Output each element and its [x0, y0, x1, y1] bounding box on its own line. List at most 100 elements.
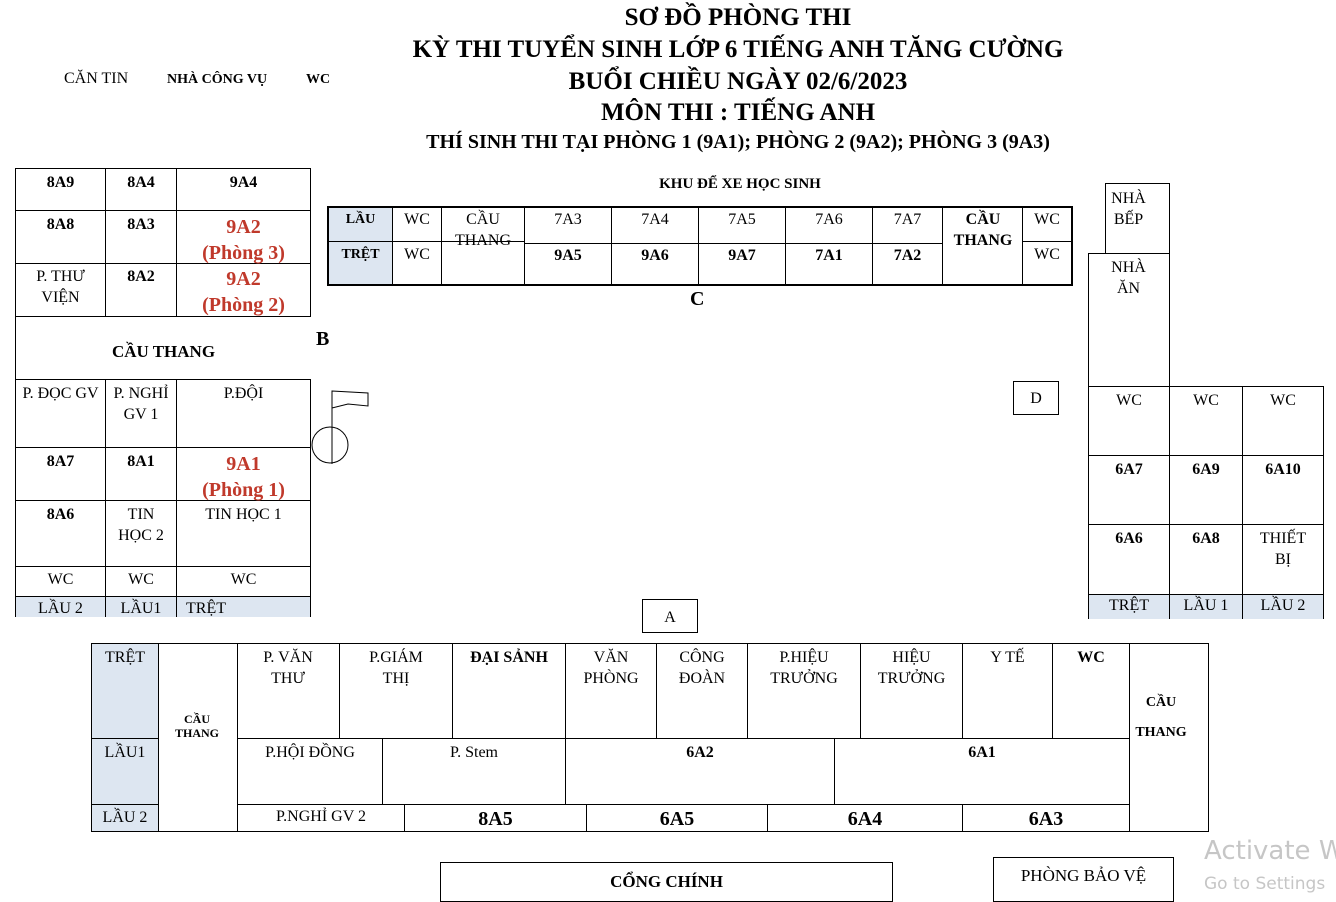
exam-room-3-class: 9A2: [226, 216, 261, 238]
room-6a7: 6A7: [1115, 461, 1143, 478]
room-6a8: 6A8: [1192, 530, 1220, 547]
floor-label-d-1: LẦU 1: [1170, 595, 1242, 619]
computer-room-2: TIN HỌC 2: [118, 506, 164, 544]
label-a: A: [642, 599, 698, 633]
wc-c-upper-right: WC: [1034, 211, 1060, 228]
floor-label-d-2: LẦU 2: [1243, 595, 1323, 619]
room-8a4: 8A4: [127, 174, 155, 191]
clerk-office: P. VĂN THƯ: [263, 649, 313, 687]
team-room: P.ĐỘI: [223, 385, 264, 402]
exam-room-1-class: 9A1: [226, 453, 261, 475]
exam-room-3: 9A2 (Phòng 3): [177, 212, 310, 266]
room-9a6: 9A6: [641, 247, 669, 264]
wc-b-1: WC: [47, 571, 74, 588]
room-6a10: 6A10: [1265, 461, 1301, 478]
staff-house-label: NHÀ CÔNG VỤ: [167, 72, 268, 87]
stem-room: P. Stem: [449, 744, 498, 761]
parking-label: KHU ĐỂ XE HỌC SINH: [659, 176, 821, 192]
main-hall: ĐẠI SẢNH: [470, 649, 548, 666]
a-floor-1: LẦU1: [104, 744, 146, 761]
room-8a1: 8A1: [127, 453, 155, 470]
office: VĂN PHÒNG: [583, 649, 639, 687]
supervisor-room: P.GIÁM THỊ: [369, 649, 423, 687]
room-6a6: 6A6: [1115, 530, 1143, 547]
room-9a7: 9A7: [728, 247, 756, 264]
a-floor-ground: TRỆT: [105, 649, 145, 666]
room-8a3: 8A3: [127, 216, 155, 233]
security-room: PHÒNG BẢO VỆ: [993, 857, 1174, 902]
room-8a2: 8A2: [127, 268, 155, 285]
floor-label-d-ground: TRỆT: [1089, 595, 1169, 619]
exam-room-2-class: 9A2: [226, 268, 261, 290]
room-6a2: 6A2: [686, 744, 714, 761]
room-9a4: 9A4: [229, 174, 258, 191]
label-c: C: [690, 288, 705, 310]
medical-room: Y TẾ: [990, 649, 1025, 666]
main-gate: CỔNG CHÍNH: [440, 862, 893, 902]
wc-d-3: WC: [1270, 392, 1296, 409]
room-7a1: 7A1: [815, 247, 843, 264]
room-6a1: 6A1: [968, 744, 996, 761]
label-d: D: [1013, 381, 1059, 415]
a-stairs-right: CẦU THANG: [1135, 695, 1187, 740]
label-b: B: [316, 328, 330, 350]
title-line-3: BUỔI CHIỀU NGÀY 02/6/2023: [568, 68, 908, 95]
room-7a5: 7A5: [728, 211, 756, 228]
flag-icon: [311, 390, 369, 464]
title-line-5: THÍ SINH THI TẠI PHÒNG 1 (9A1); PHÒNG 2 …: [426, 131, 1050, 153]
exam-room-1-label: (Phòng 1): [202, 479, 285, 501]
block-b-stairs: CẦU THANG: [111, 342, 216, 361]
c-stairs-left: CẦU THANG: [455, 211, 511, 249]
a-floor-2: LẦU 2: [102, 809, 148, 826]
room-6a4: 6A4: [847, 808, 883, 830]
exam-room-2: 9A2 (Phòng 2): [177, 264, 310, 318]
watermark-line-1: Activate W: [1204, 836, 1336, 866]
c-ground-floor-label: TRỆT: [341, 247, 380, 262]
council-room: P.HỘI ĐỒNG: [265, 744, 355, 761]
computer-room-1: TIN HỌC 1: [205, 506, 282, 523]
c-stairs-right: CẦU THANG: [953, 211, 1013, 249]
wc-c-upper-left: WC: [404, 211, 430, 228]
room-9a5: 9A5: [554, 247, 582, 264]
floor-label-b-2: LẦU 2: [16, 597, 105, 617]
room-7a7: 7A7: [893, 211, 922, 228]
a-stairs-left: CẦU THANG: [174, 712, 219, 740]
room-7a2: 7A2: [893, 247, 922, 264]
dining-hall: NHÀ ĂN: [1111, 259, 1146, 297]
room-6a5: 6A5: [659, 808, 695, 830]
title-line-4: MÔN THI : TIẾNG ANH: [600, 99, 876, 126]
exam-room-1: 9A1 (Phòng 1): [177, 449, 310, 503]
wc-c-ground-right: WC: [1034, 246, 1060, 263]
wc-b-2: WC: [128, 571, 154, 588]
room-8a6: 8A6: [46, 506, 75, 523]
teacher-rest-room-1: P. NGHỈ GV 1: [113, 385, 169, 423]
teacher-rest-room-2: P.NGHỈ GV 2: [276, 808, 366, 825]
room-7a4: 7A4: [641, 211, 669, 228]
principal-room: P.HIỆU TRƯỞNG: [770, 649, 838, 687]
teacher-reading-room: P. ĐỌC GV: [22, 385, 99, 402]
top-wc-label: WC: [306, 72, 331, 87]
watermark-line-2: Go to Settings: [1204, 874, 1326, 894]
wc-c-ground-left: WC: [404, 246, 430, 263]
equipment-room: THIẾT BỊ: [1259, 530, 1307, 568]
room-6a9: 6A9: [1192, 461, 1220, 478]
exam-room-3-label: (Phòng 3): [202, 242, 285, 264]
exam-room-2-label: (Phòng 2): [202, 294, 285, 316]
kitchen: NHÀ BẾP: [1111, 190, 1146, 228]
title-line-2: KỲ THI TUYỂN SINH LỚP 6 TIẾNG ANH TĂNG C…: [412, 36, 1064, 63]
room-7a6: 7A6: [815, 211, 843, 228]
room-8a9: 8A9: [46, 174, 75, 191]
principal-office: HIỆU TRƯỞNG: [877, 649, 946, 687]
title-line-1: SƠ ĐỒ PHÒNG THI: [624, 4, 852, 31]
floor-label-b-1: LẦU1: [106, 597, 176, 617]
library: P. THƯ VIỆN: [36, 268, 85, 306]
wc-d-2: WC: [1193, 392, 1219, 409]
room-7a3: 7A3: [554, 211, 582, 228]
wc-a: WC: [1077, 649, 1105, 666]
room-8a5: 8A5: [478, 808, 513, 830]
c-upper-floor-label: LẦU: [345, 212, 376, 227]
floor-label-b-ground: TRỆT: [177, 597, 310, 617]
room-8a8: 8A8: [46, 216, 75, 233]
room-8a7: 8A7: [46, 453, 75, 470]
union-room: CÔNG ĐOÀN: [678, 649, 726, 687]
